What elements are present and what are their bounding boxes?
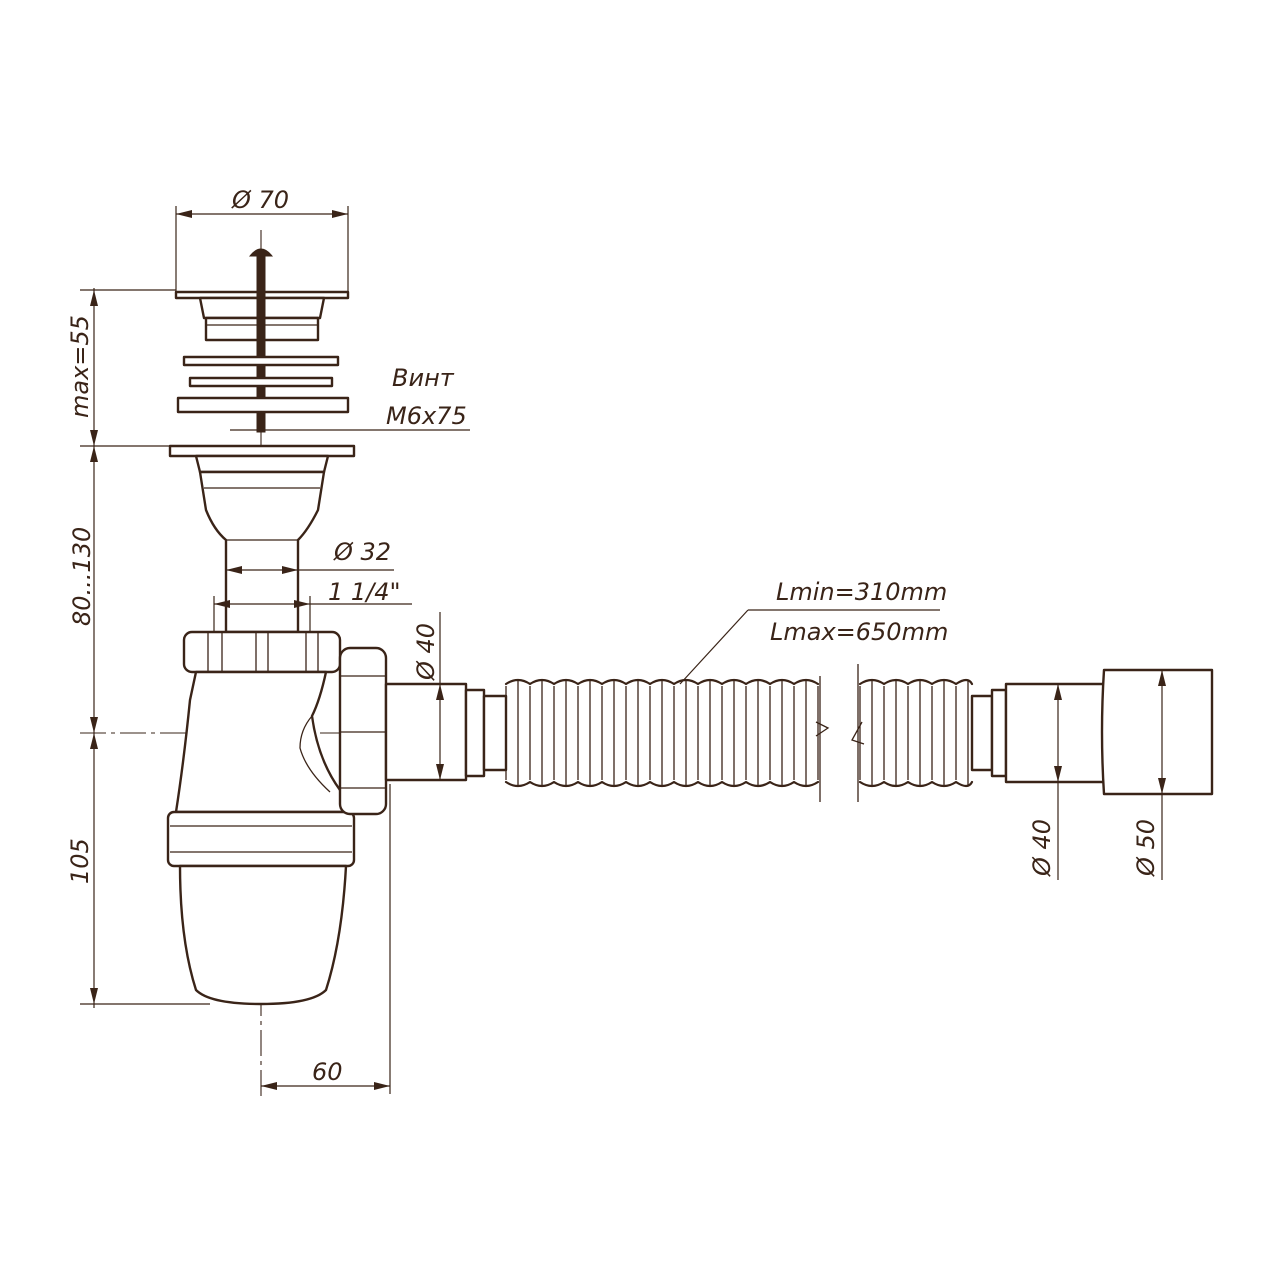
break-lines: [815, 664, 865, 802]
label-60: 60: [312, 1058, 343, 1086]
dim-diameter-32: [213, 566, 412, 632]
label-screw-word: Винт: [392, 364, 455, 392]
label-screw-size: M6x75: [386, 402, 467, 430]
hose-bottom-edge: [858, 780, 974, 788]
dim-left-vertical: [80, 288, 210, 1008]
dim-diameter-50: [1158, 670, 1166, 880]
label-dia-32: Ø 32: [333, 538, 391, 566]
label-max-55: max=55: [66, 315, 94, 418]
end-connector: [970, 668, 1214, 796]
length-leader: [679, 609, 749, 685]
corrugated-hose-right: [858, 678, 974, 788]
side-nut: [338, 646, 388, 816]
label-range-80-130: 80...130: [68, 527, 96, 626]
label-dia-40-end: Ø 40: [1028, 819, 1056, 877]
label-lmax: Lmax=650mm: [770, 618, 948, 646]
outlet-pipe: [198, 470, 326, 634]
dim-diameter-40-end: [1054, 684, 1062, 880]
label-dia-40-vertical: Ø 40: [412, 623, 440, 681]
label-inch: 1 1/4": [328, 578, 401, 606]
screw-m6x75: [248, 248, 274, 433]
union-nut: [182, 630, 342, 674]
label-dia-50: Ø 50: [1132, 819, 1160, 877]
dim-diameter-40-adapter: [436, 612, 444, 780]
corrugated-hose-left: [504, 678, 820, 788]
dim-diameter-70: [175, 206, 349, 292]
hose-top-edge: [858, 678, 974, 686]
label-lmin: Lmin=310mm: [776, 578, 947, 606]
siphon-body: [166, 670, 356, 1006]
lower-flange: [168, 444, 356, 474]
label-dia-70: Ø 70: [231, 186, 289, 214]
side-adapter: [384, 682, 508, 782]
washers: [176, 355, 350, 414]
label-105: 105: [66, 838, 94, 884]
dim-width-60: [261, 784, 391, 1094]
